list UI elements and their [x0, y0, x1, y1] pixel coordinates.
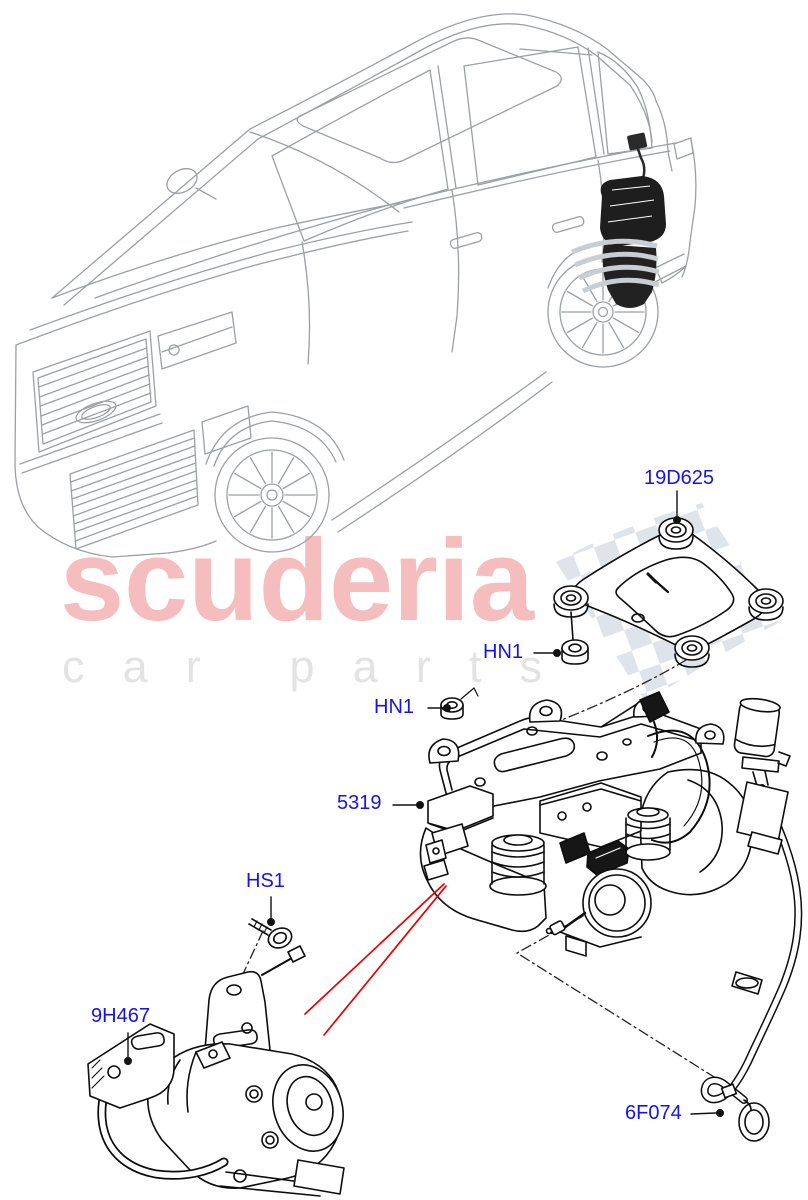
taillight — [673, 137, 694, 160]
front-grille — [32, 330, 157, 453]
part-label-tube[interactable]: 6F074 — [625, 1102, 682, 1124]
part-tube-6F074 — [700, 697, 803, 1142]
door-handle-front — [449, 232, 483, 249]
exploded-parts — [87, 490, 803, 1197]
part-label-bolt[interactable]: HS1 — [246, 870, 285, 892]
spring-left — [489, 834, 547, 896]
vehicle-illustration — [14, 13, 697, 558]
quarter-window — [597, 51, 653, 155]
part-label-nut-lower[interactable]: HN1 — [374, 696, 415, 718]
part-compressor-5319 — [419, 691, 753, 957]
headlight — [157, 311, 237, 370]
sunroof — [296, 37, 562, 164]
door-handle-rear — [551, 216, 585, 233]
brand-badge — [75, 400, 117, 424]
part-bracket-19D625 — [553, 517, 784, 668]
side-mirror — [166, 168, 198, 194]
spring-right — [625, 807, 671, 861]
part-label-motor[interactable]: 9H467 — [91, 1005, 150, 1027]
solenoid — [545, 868, 652, 938]
brand-watermark: scuderia — [60, 515, 535, 645]
part-label-compressor[interactable]: 5319 — [337, 792, 382, 814]
bracket-bushings — [553, 517, 784, 668]
part-nut-upper-HN1 — [561, 639, 589, 665]
highlight-callout-lines — [304, 883, 447, 1036]
part-label-nut-upper[interactable]: HN1 — [483, 641, 524, 663]
part-nut-lower-HN1 — [440, 687, 479, 720]
compressor-location-highlight — [571, 132, 666, 308]
part-motor-9H467 — [87, 945, 345, 1197]
leader-lines — [124, 490, 724, 1117]
rear-window — [463, 46, 597, 186]
watermark-layer: scuderia car parts — [60, 503, 780, 703]
front-window — [271, 69, 449, 242]
tagline-watermark: car parts — [62, 641, 542, 692]
front-wheel — [214, 437, 330, 553]
part-label-bracket[interactable]: 19D625 — [643, 467, 715, 489]
part-bolt-HS1 — [248, 918, 293, 949]
